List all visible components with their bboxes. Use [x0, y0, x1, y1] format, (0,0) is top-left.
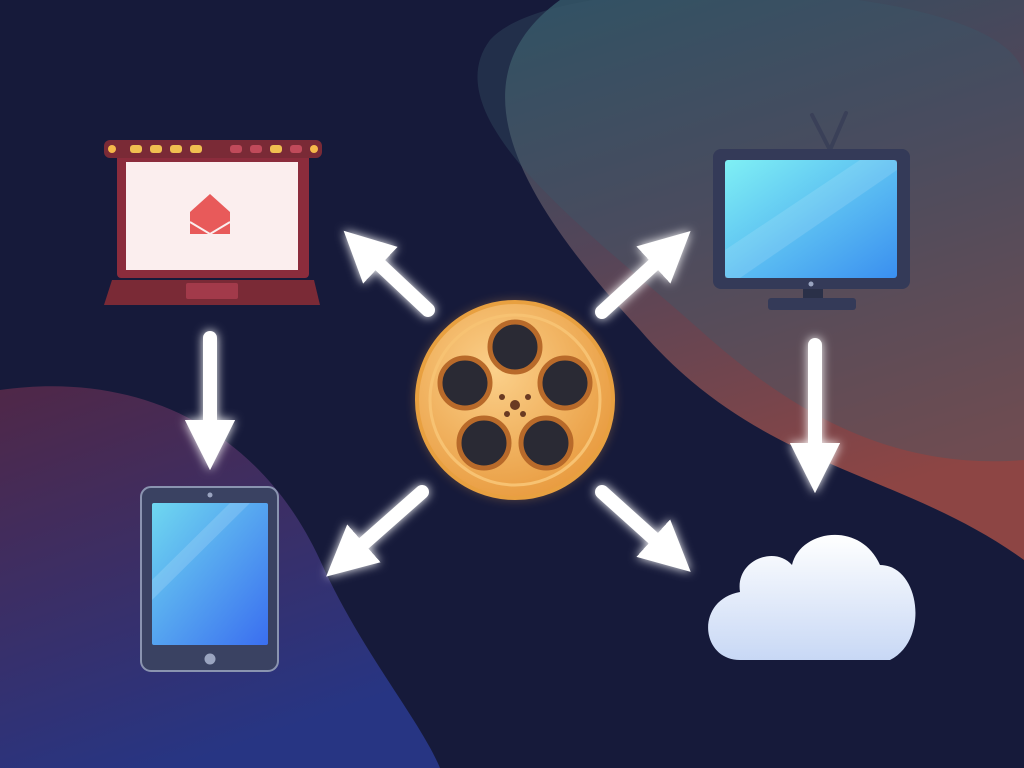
tv-icon [713, 111, 910, 310]
arrow-reel-to-cloud [595, 485, 691, 572]
laptop-icon [104, 140, 322, 305]
arrow-reel-to-laptop [343, 230, 435, 317]
arrow-reel-to-tv [595, 230, 691, 319]
film-reel-icon [415, 300, 615, 500]
cloud-icon [708, 534, 916, 660]
tablet-icon [140, 486, 279, 672]
envelope-icon [190, 194, 230, 234]
arrow-reel-to-tablet [326, 485, 429, 577]
